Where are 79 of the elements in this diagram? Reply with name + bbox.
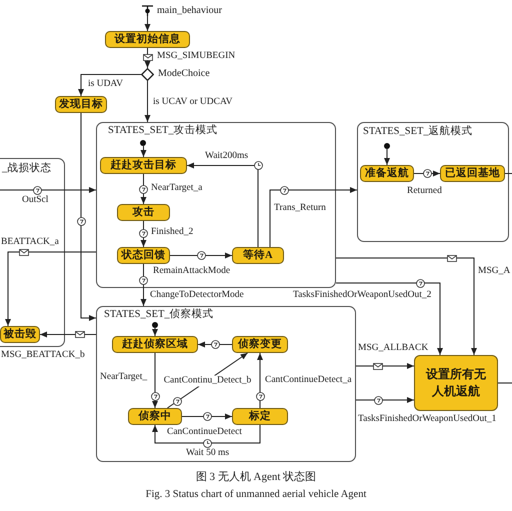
transition-label: ChangeToDetectorMode <box>150 290 244 301</box>
transition-line <box>498 382 512 384</box>
transition-arrow <box>5 252 96 326</box>
initial-state-dot <box>152 322 158 328</box>
transition-arrow <box>257 352 263 408</box>
transition-label: Trans_Return <box>274 203 326 214</box>
state-box: 被击毁 <box>0 326 40 343</box>
state-box: 赶赴攻击目标 <box>100 156 187 174</box>
state-box: 已返回基地 <box>440 164 505 182</box>
transition-label: MSG_SIMUBEGIN <box>157 51 236 62</box>
transition-arrow <box>336 282 443 356</box>
state-box: 侦察中 <box>128 408 182 425</box>
transition-label: TasksFinishedOrWeaponUsedOut_1 <box>358 414 496 425</box>
transition-label: CantContinu_Detect_b <box>162 375 252 386</box>
transition-label: Wait 50 ms <box>186 448 230 459</box>
transition-label: CanContinueDetect <box>167 427 242 438</box>
transition-arrow <box>140 264 146 306</box>
transition-arrow <box>414 170 440 176</box>
state-box: 设置所有无人机返航 <box>414 355 498 411</box>
state-group-panel <box>357 122 509 242</box>
state-group-panel <box>96 122 336 288</box>
transition-label: MSG_BEATTACK_b <box>1 350 85 361</box>
decision-label: ModeChoice <box>158 68 210 80</box>
transition-arrow <box>0 187 96 193</box>
transition-arrow <box>356 397 414 403</box>
transition-label: OutScl <box>22 195 48 206</box>
transition-label: NearTarget_a <box>151 183 202 194</box>
entry-point-label: main_behaviour <box>157 5 222 17</box>
transition-arrow <box>144 16 150 32</box>
transition-arrow <box>336 258 477 356</box>
state-box: 标定 <box>232 408 288 425</box>
transition-arrow <box>80 112 96 321</box>
group-title: _战损状态 <box>2 162 52 175</box>
transition-label: MSG_A <box>478 266 510 277</box>
group-title: STATES_SET_侦察模式 <box>104 308 214 321</box>
transition-label: CantContinueDetect_a <box>265 375 352 386</box>
state-box: 设置初始信息 <box>105 31 190 48</box>
transition-arrow <box>144 48 150 68</box>
decision-diamond <box>141 68 154 81</box>
transition-label: BEATTACK_a <box>1 237 59 248</box>
transition-arrow <box>152 352 158 408</box>
transition-arrow <box>144 80 150 122</box>
group-title: STATES_SET_攻击模式 <box>108 124 218 137</box>
initial-state-dot <box>384 142 390 149</box>
caption-text: Fig. 3 Status chart of unmanned aerial vehicle Agent <box>146 489 366 500</box>
transition-arrow <box>384 148 390 166</box>
state-box: 侦察变更 <box>232 336 288 353</box>
transition-arrow <box>186 162 258 248</box>
initial-state-dot <box>140 140 146 146</box>
transition-label: Finished_2 <box>151 227 194 238</box>
state-box: 准备返航 <box>360 164 414 182</box>
transition-arrow <box>356 363 414 369</box>
transition-label: Returned <box>407 186 442 197</box>
transition-arrow <box>140 174 146 204</box>
transition-arrow <box>270 187 358 248</box>
transition-label: Wait200ms <box>205 151 248 162</box>
state-box: 发现目标 <box>55 96 107 113</box>
state-box: 赶赴侦察区域 <box>112 336 198 353</box>
transition-arrow <box>182 414 232 420</box>
transition-arrow <box>140 146 146 158</box>
group-title: STATES_SET_返航模式 <box>363 125 473 138</box>
transition-arrow <box>152 328 158 336</box>
figure-caption: 图 3 无人机 Agent 状态图 <box>196 471 316 483</box>
transition-label: is UCAV or UDCAV <box>153 97 232 108</box>
transition-arrow <box>170 252 232 258</box>
transition-line <box>504 173 512 174</box>
state-box: 状态回馈 <box>116 246 170 264</box>
transition-label: MSG_ALLBACK <box>358 343 428 354</box>
entry-point-marker <box>142 5 153 16</box>
transition-arrow <box>78 74 142 96</box>
transition-label: RemainAttackMode <box>153 266 230 277</box>
transition-arrow <box>198 342 232 348</box>
transition-arrow <box>40 332 96 338</box>
state-box: 攻击 <box>116 204 170 221</box>
transition-label: TasksFinishedOrWeaponUsedOut_2 <box>293 290 432 301</box>
state-box: 等待A <box>232 246 284 264</box>
transition-label: is UDAV <box>88 79 123 90</box>
transition-arrow <box>152 424 260 444</box>
transition-label: NearTarget_ <box>100 372 148 383</box>
